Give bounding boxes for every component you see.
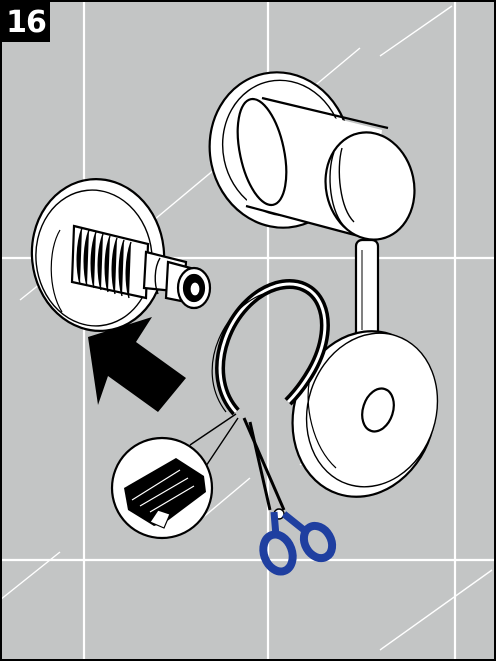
step-number-badge: 16 [2,2,50,42]
seal-profile-icon [112,438,212,538]
